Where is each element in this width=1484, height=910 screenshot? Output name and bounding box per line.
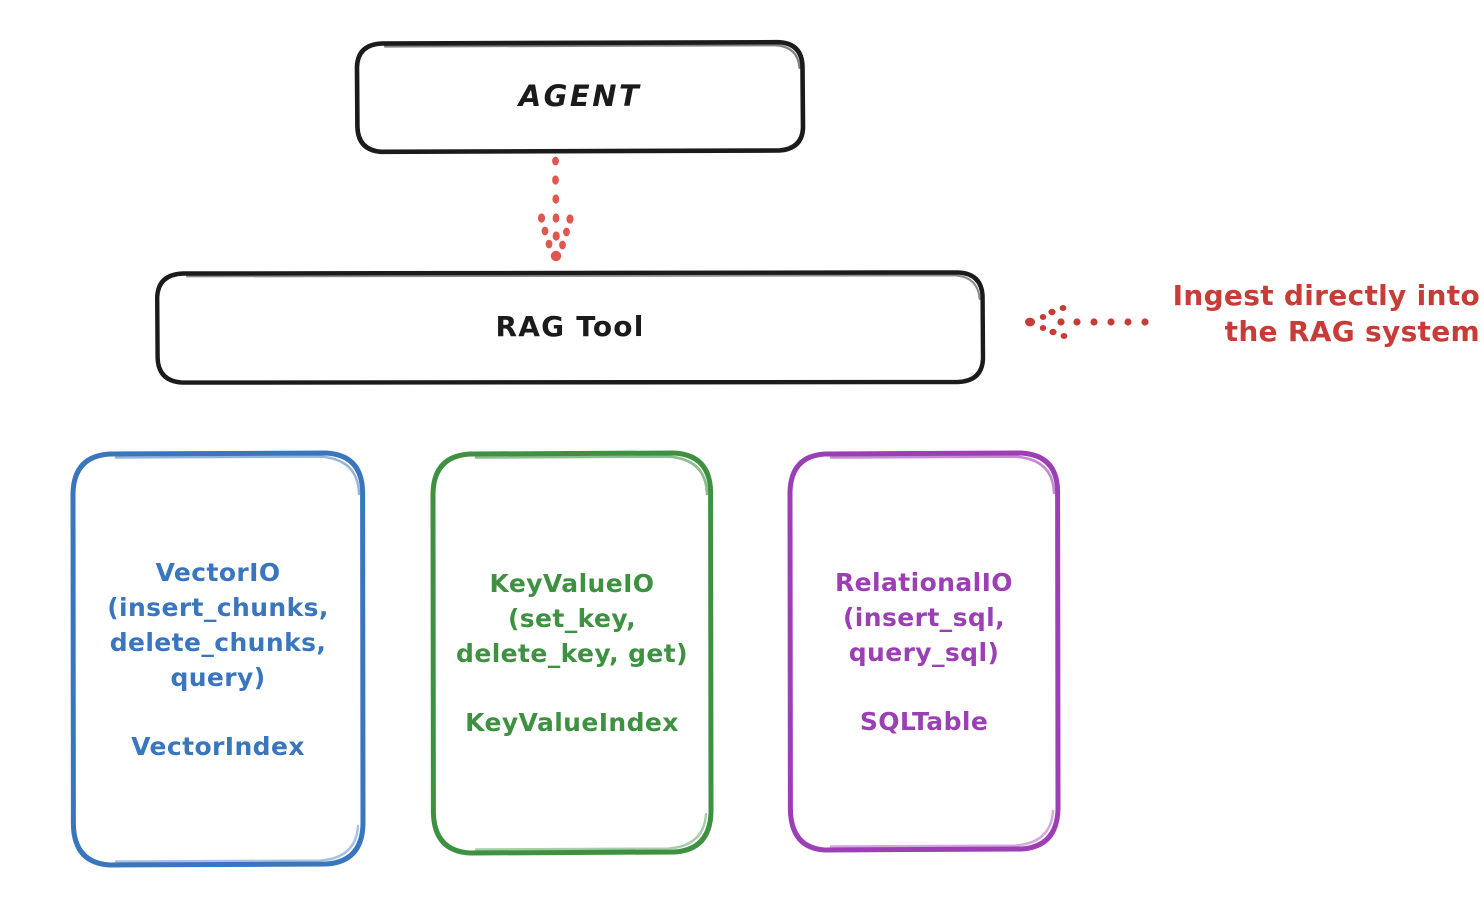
node-vector-io-api: VectorIO (insert_chunks, delete_chunks, … <box>107 557 329 692</box>
node-agent[interactable]: AGENT <box>354 39 806 155</box>
node-vector-io[interactable]: VectorIO (insert_chunks, delete_chunks, … <box>70 450 366 868</box>
node-key-value-io-api: KeyValueIO (set_key, delete_key, get) <box>456 569 688 668</box>
connector-ingest-annotation-arrow-icon <box>1025 305 1149 339</box>
node-rag-tool-label: RAG Tool <box>495 309 645 343</box>
connector-agent-to-rag-tool-arrow-icon <box>537 156 574 262</box>
node-key-value-io[interactable]: KeyValueIO (set_key, delete_key, get) Ke… <box>430 450 714 856</box>
node-key-value-io-index: KeyValueIndex <box>465 708 679 737</box>
node-agent-label: AGENT <box>518 78 642 113</box>
node-relational-io-api: RelationalIO (insert_sql, query_sql) <box>835 567 1013 667</box>
node-relational-io-index: SQLTable <box>859 706 989 736</box>
node-vector-io-label: VectorIO (insert_chunks, delete_chunks, … <box>107 520 329 799</box>
node-relational-io-label: RelationalIO (insert_sql, query_sql) SQL… <box>835 530 1013 774</box>
node-relational-io[interactable]: RelationalIO (insert_sql, query_sql) SQL… <box>787 450 1061 853</box>
node-key-value-io-label: KeyValueIO (set_key, delete_key, get) Ke… <box>456 531 688 775</box>
node-vector-io-index: VectorIndex <box>131 731 305 761</box>
annotation-ingest-text: Ingest directly into the RAG system <box>1172 279 1480 349</box>
node-rag-tool[interactable]: RAG Tool <box>155 270 986 385</box>
